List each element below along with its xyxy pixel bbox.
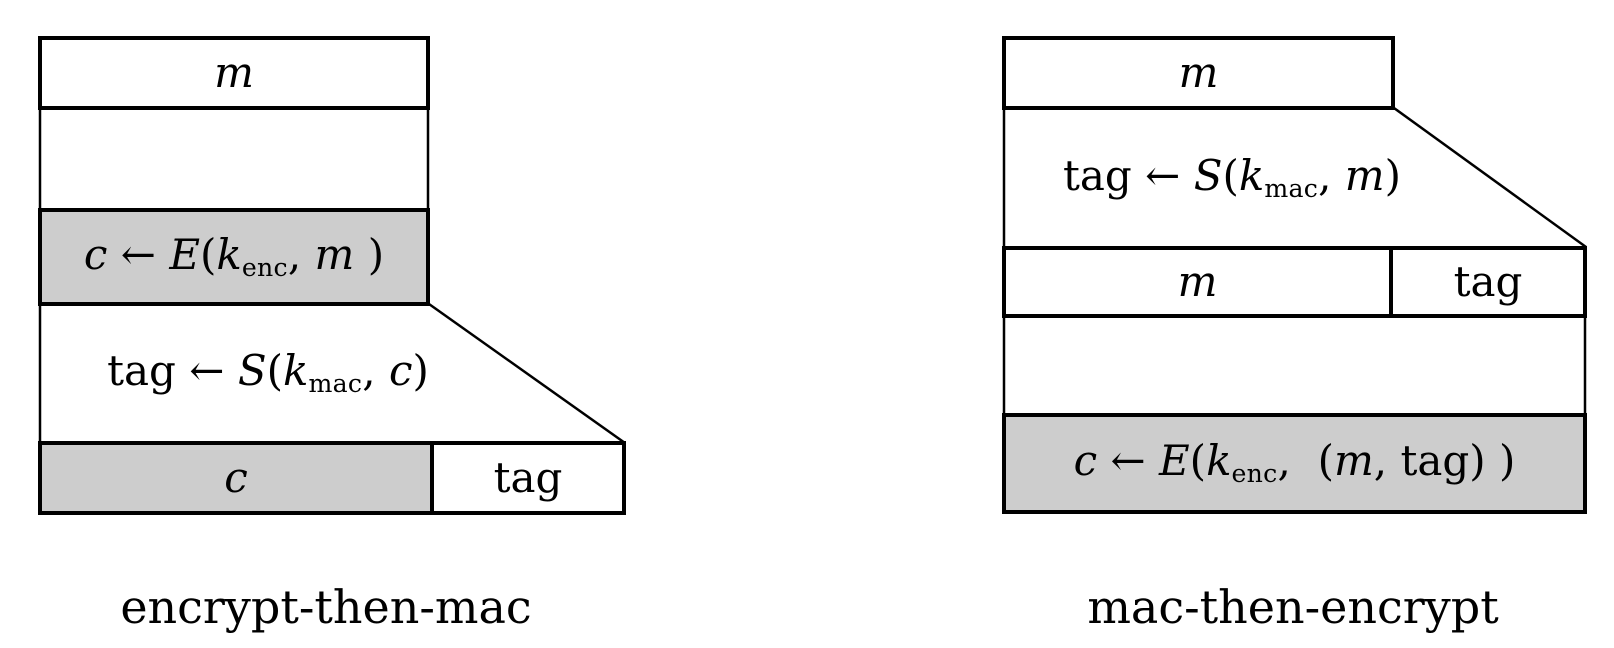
formula-segment: tag ← bbox=[107, 346, 238, 396]
etm-ciphertext-label: c bbox=[224, 453, 248, 502]
formula-segment: , bbox=[1318, 150, 1345, 200]
formula-segment: ) bbox=[412, 346, 429, 396]
formula-segment: E bbox=[169, 229, 200, 279]
formula-segment: ) bbox=[354, 229, 385, 279]
formula-segment: ( bbox=[266, 346, 284, 396]
etm-ciphertext-box: c bbox=[42, 445, 434, 511]
etm-mac-formula: tag ← S(kmac, c) bbox=[107, 350, 429, 399]
mte-message-box: m bbox=[1002, 36, 1395, 110]
formula-segment: , bbox=[362, 346, 389, 396]
formula-segment: ← bbox=[1097, 436, 1159, 486]
formula-segment: tag ← bbox=[1062, 150, 1194, 200]
mte-encrypt-box: c ← E(kenc, (m, tag) ) bbox=[1002, 413, 1587, 514]
formula-segment: m bbox=[1333, 436, 1374, 486]
mte-tagged-message-box: m bbox=[1006, 250, 1393, 314]
formula-segment: c bbox=[1073, 436, 1098, 486]
etm-encrypt-box: c ← E(kenc, m ) bbox=[38, 208, 430, 306]
formula-segment: ( bbox=[199, 229, 217, 279]
formula-segment: c bbox=[388, 346, 413, 396]
etm-message-label: m bbox=[214, 48, 254, 97]
mte-tag-label: tag bbox=[1453, 257, 1523, 306]
formula-segment: enc bbox=[241, 252, 288, 282]
formula-segment: m bbox=[1344, 150, 1385, 200]
formula-segment: S bbox=[1193, 150, 1223, 200]
formula-segment: , bbox=[287, 229, 315, 279]
formula-segment: , ( bbox=[1277, 436, 1334, 486]
formula-segment: E bbox=[1159, 436, 1190, 486]
formula-segment: k bbox=[283, 346, 309, 396]
mte-encrypt-formula: c ← E(kenc, (m, tag) ) bbox=[1074, 440, 1516, 489]
mte-caption: mac-then-encrypt bbox=[1087, 580, 1499, 634]
etm-encrypt-formula: c ← E(kenc, m ) bbox=[84, 233, 384, 282]
formula-segment: S bbox=[237, 346, 267, 396]
etm-output-row: c tag bbox=[38, 441, 626, 515]
formula-segment: k bbox=[1206, 436, 1232, 486]
formula-segment: ← bbox=[107, 229, 170, 279]
mte-mac-formula-area: tag ← S(kmac, m) bbox=[1012, 110, 1452, 246]
formula-segment: ) bbox=[1384, 150, 1401, 200]
formula-segment: m bbox=[314, 229, 355, 279]
formula-segment: k bbox=[1238, 150, 1265, 200]
mte-message-label: m bbox=[1178, 48, 1219, 97]
formula-segment: enc bbox=[1231, 459, 1278, 489]
etm-caption: encrypt-then-mac bbox=[120, 580, 532, 634]
mte-tag-box: tag bbox=[1393, 250, 1583, 314]
etm-mac-formula-area: tag ← S(kmac, c) bbox=[58, 306, 478, 441]
mte-mac-formula: tag ← S(kmac, m) bbox=[1063, 154, 1401, 203]
formula-segment: ( bbox=[1189, 436, 1207, 486]
etm-message-box: m bbox=[38, 36, 430, 110]
etm-tag-label: tag bbox=[493, 453, 563, 502]
mte-tagged-message-row: m tag bbox=[1002, 246, 1587, 318]
formula-segment: mac bbox=[1264, 173, 1319, 203]
mte-tagged-message-label: m bbox=[1177, 257, 1218, 306]
formula-segment: k bbox=[216, 229, 242, 279]
formula-segment: ( bbox=[1222, 150, 1239, 200]
formula-segment: c bbox=[83, 229, 108, 279]
etm-tag-box: tag bbox=[434, 445, 622, 511]
formula-segment: mac bbox=[308, 369, 363, 399]
formula-segment: , tag) ) bbox=[1373, 436, 1516, 486]
